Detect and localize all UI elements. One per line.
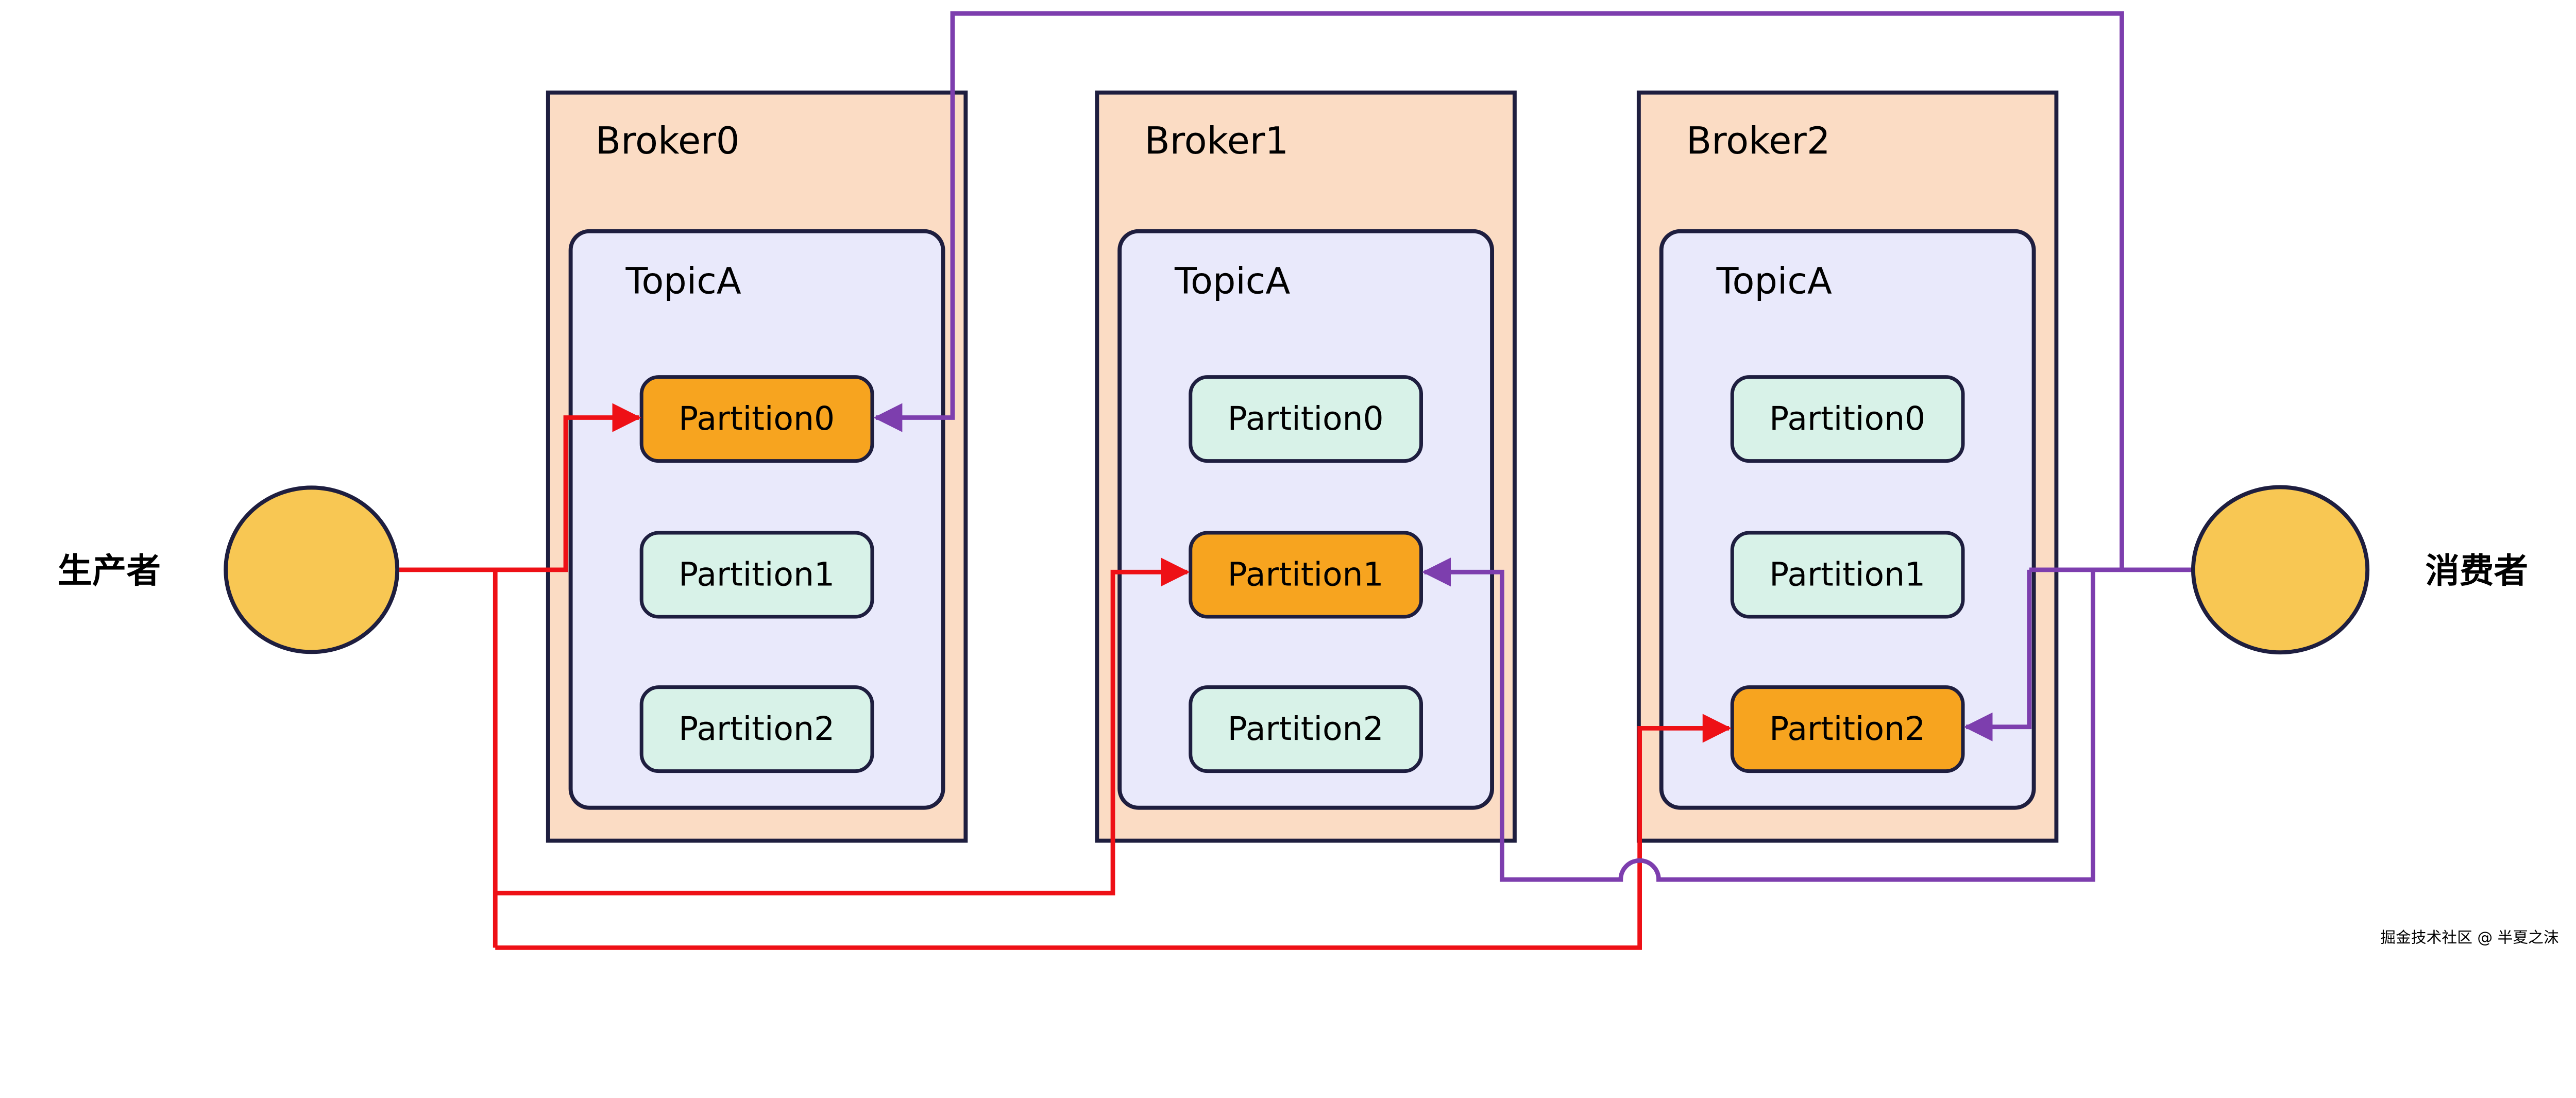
consumer-circle	[2191, 485, 2370, 655]
consumer-label: 消费者	[2425, 550, 2528, 590]
broker-1-topic-title: TopicA	[1174, 260, 1290, 302]
producer-to-broker2-partition2-line	[495, 714, 1732, 950]
partition-label-1-1: Partition1	[1228, 555, 1384, 594]
producer-to-broker0-partition0-line	[396, 403, 641, 572]
broker-0-topic-title: TopicA	[625, 260, 741, 302]
partition-label-1-0: Partition0	[1228, 399, 1384, 437]
producer-to-broker1-partition1-line	[495, 558, 1190, 896]
consumer-group: 消费者	[2191, 485, 2528, 655]
partition-box-1-2	[1189, 685, 1423, 773]
partition-label-0-2: Partition2	[679, 710, 835, 748]
producer-flow-lines	[396, 403, 1732, 950]
partition-label-2-0: Partition0	[1769, 399, 1925, 437]
partition-box-1-1	[1189, 531, 1423, 619]
watermark-text: 掘金技术社区 @ 半夏之沫	[2380, 929, 2559, 947]
broker-0-title: Broker0	[596, 119, 740, 162]
consumer-to-broker0-partition0-line	[873, 11, 2124, 570]
partition-box-0-0	[639, 375, 874, 463]
consumer-to-broker2-partition2-line	[1963, 569, 2032, 741]
producer-circle	[224, 485, 400, 654]
partition-box-0-2	[639, 685, 874, 773]
broker-0-group: Broker0 TopicA Partition0 Partition1 Par…	[546, 90, 968, 843]
broker-2-title: Broker2	[1686, 119, 1831, 162]
partition-label-2-1: Partition1	[1769, 555, 1925, 594]
producer-group: 生产者	[58, 485, 400, 654]
partition-box-2-2	[1730, 685, 1965, 773]
broker-1-group: Broker1 TopicA Partition0 Partition1 Par…	[1095, 90, 1517, 843]
partition-label-2-2: Partition2	[1769, 710, 1925, 748]
partition-box-1-0	[1189, 375, 1423, 463]
partition-box-2-0	[1730, 375, 1965, 463]
partition-label-1-2: Partition2	[1228, 710, 1384, 748]
partition-label-0-0: Partition0	[679, 399, 835, 437]
partition-box-0-1	[639, 531, 874, 619]
partition-box-2-1	[1730, 531, 1965, 619]
broker-2-topic-title: TopicA	[1716, 260, 1832, 302]
consumer-to-broker1-partition1-line	[1421, 558, 2095, 882]
broker-1-title: Broker1	[1144, 119, 1289, 162]
consumer-flow-lines	[873, 11, 2193, 882]
kafka-architecture-diagram: Broker0 TopicA Partition0 Partition1 Par…	[58, 11, 2559, 950]
partition-label-0-1: Partition1	[679, 555, 835, 594]
producer-label: 生产者	[58, 550, 161, 590]
